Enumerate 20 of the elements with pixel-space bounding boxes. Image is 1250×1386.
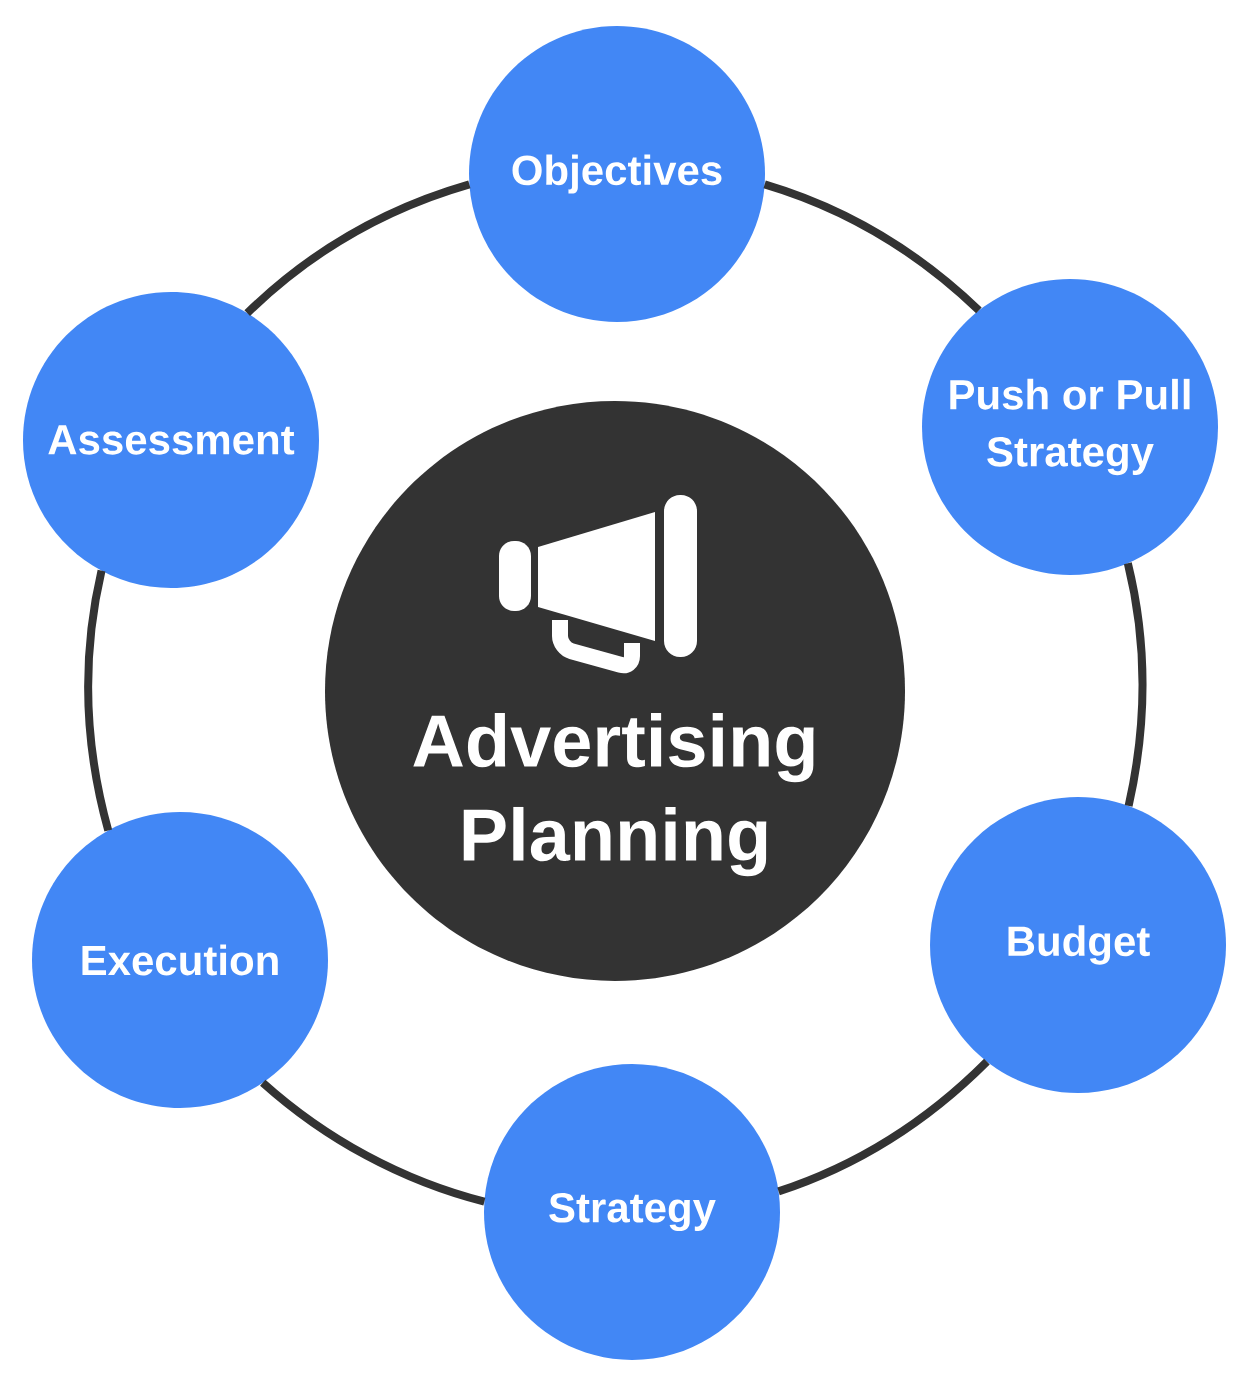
step-circle — [922, 279, 1218, 575]
step-circle — [930, 797, 1226, 1093]
step-circle — [23, 292, 319, 588]
step-label: Push or Pull Strategy — [950, 378, 1190, 476]
step-label: Execution — [82, 944, 278, 976]
hub-label: Advertising Planning — [413, 712, 814, 877]
ring-arc — [763, 180, 982, 314]
step-circle — [484, 1064, 780, 1360]
step-circle — [32, 812, 328, 1108]
step-label: Assessment — [48, 425, 295, 455]
step-label: Budget — [1008, 925, 1150, 965]
step-label: Strategy — [549, 1192, 716, 1232]
ring-arc — [260, 1079, 486, 1206]
hub-circle — [325, 401, 905, 981]
ring-arc — [777, 1058, 990, 1196]
ring-arc — [1123, 562, 1147, 807]
step-circle — [469, 26, 765, 322]
ring-arc — [84, 569, 113, 832]
ring-arc — [244, 180, 471, 317]
step-label: Objectives — [512, 154, 722, 194]
